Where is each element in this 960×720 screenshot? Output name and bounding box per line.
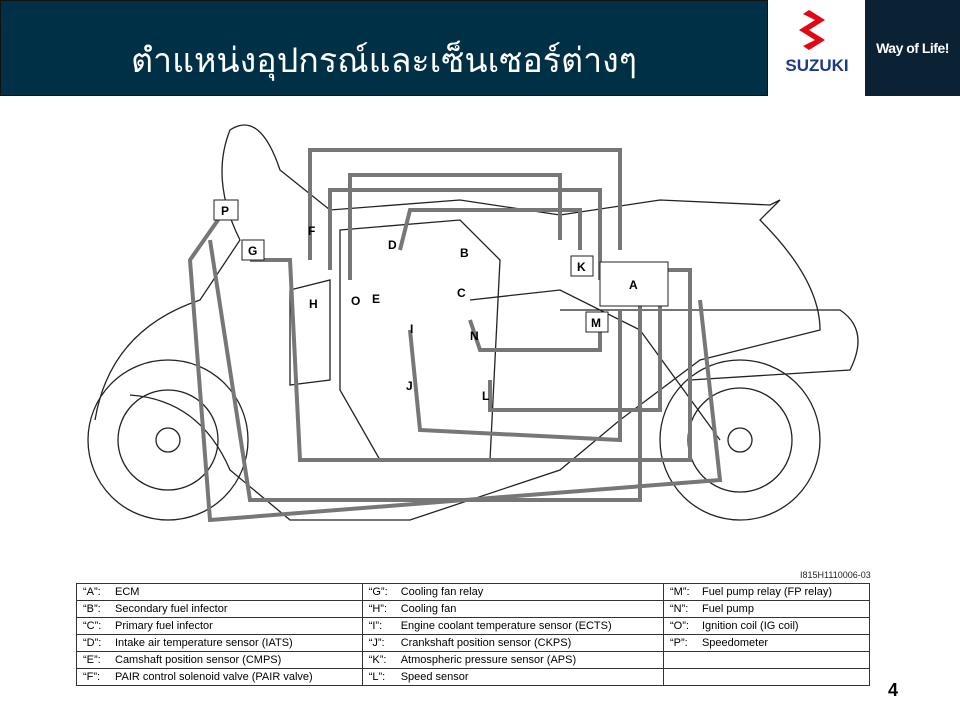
title-banner: ตำแหน่งอุปกรณ์และเซ็นเซอร์ต่างๆ [0,0,768,96]
legend-cell: “A”: ECM [76,583,363,601]
legend-text: PAIR control solenoid valve (PAIR valve) [115,671,313,683]
legend-key: “A”: [83,586,101,598]
legend-cell: “H”: Cooling fan [361,600,664,618]
legend-key: “E”: [83,654,101,666]
figure-id: I815H1110006-03 [800,570,871,580]
legend-cell: “I”: Engine coolant temperature sensor (E… [361,617,664,635]
legend-text: Secondary fuel infector [115,603,228,615]
legend-key: “H”: [368,603,388,615]
legend-text: Atmospheric pressure sensor (APS) [400,654,577,666]
motorcycle-diagram: P G K A M F D B H O E C I N J L [87,124,859,523]
marker-l: L [482,389,489,403]
legend-key: “D”: [83,637,102,649]
marker-box-m [585,311,609,333]
legend-text: Speedometer [701,637,769,649]
marker-j: J [406,379,413,393]
motorcycle-outline [87,124,859,521]
brand-name: SUZUKI [785,56,849,75]
legend-key: “O”: [669,620,689,632]
page-number: 4 [888,680,899,700]
legend-text: Crankshaft position sensor (CKPS) [400,637,572,649]
legend-cell: “J”: Crankshaft position sensor (CKPS) [361,634,664,652]
tagline-box: Way of Life! [865,0,960,96]
legend-key: “P”: [669,637,688,649]
legend-key: “C”: [83,620,102,632]
legend-text: Cooling fan [400,603,457,615]
legend-text: Engine coolant temperature sensor (ECTS) [400,620,612,632]
marker-box-k [570,255,594,277]
marker-c: C [457,286,466,300]
marker-d: D [388,238,397,252]
slide-title: ตำแหน่งอุปกรณ์และเซ็นเซอร์ต่างๆ [130,41,638,81]
legend-key: “B”: [83,603,101,615]
tagline: Way of Life! [876,40,949,56]
legend-key: “J”: [368,637,385,649]
marker-k: K [577,260,586,274]
legend-row: “A”: ECM “G”: Cooling fan relay “M”: Fuel pum… [76,583,871,601]
legend-row: “B”: Secondary fuel infector “H”: Cooling f… [76,600,871,618]
legend-cell: “P”: Speedometer [662,634,871,652]
legend-row: “C”: Primary fuel infector “I”: Engine cool… [76,617,871,635]
legend-row: “D”: Intake air temperature sensor (IATS)… [76,634,871,652]
legend-key: “I”: [368,620,383,632]
legend-text: Fuel pump [701,603,754,615]
legend-cell: “D”: Intake air temperature sensor (IATS) [76,634,363,652]
component-markers: P G K A M F D B H O E C I N J L [213,199,669,403]
legend-text: ECM [115,586,140,598]
legend-cell: “G”: Cooling fan relay [361,583,664,601]
legend-text: Camshaft position sensor (CMPS) [115,654,282,666]
suzuki-logo: SUZUKI [769,0,865,96]
marker-box-g [241,239,265,261]
ecm-box [599,261,669,307]
marker-g: G [248,244,257,258]
legend-key: “G”: [368,586,388,598]
legend-key: “M”: [669,586,690,598]
legend-text: Fuel pump relay (FP relay) [701,586,832,598]
marker-f: F [308,224,315,238]
legend-key: “F”: [83,671,101,683]
legend-row: “F”: PAIR control solenoid valve (PAIR va… [76,668,871,686]
marker-h: H [309,297,318,311]
legend-text: Cooling fan relay [400,586,484,598]
legend-text: Primary fuel infector [115,620,213,632]
legend-text: Speed sensor [400,671,469,683]
marker-e: E [372,292,380,306]
legend-key: “K”: [368,654,387,666]
legend-cell: “F”: PAIR control solenoid valve (PAIR va… [76,668,363,686]
legend-cell: “L”: Speed sensor [361,668,664,686]
legend-cell [662,668,871,686]
legend-text: Ignition coil (IG coil) [701,620,799,632]
legend-cell: “C”: Primary fuel infector [76,617,363,635]
marker-n: N [470,329,479,343]
marker-o: O [351,294,360,308]
legend-cell: “N”: Fuel pump [662,600,871,618]
legend-cell: “M”: Fuel pump relay (FP relay) [662,583,871,601]
marker-box-p [213,199,239,221]
marker-i: I [410,322,413,336]
legend-cell [662,651,871,669]
legend-text: Intake air temperature sensor (IATS) [115,637,293,649]
legend-cell: “K”: Atmospheric pressure sensor (APS) [361,651,664,669]
suzuki-s-icon [799,10,825,50]
legend-key: “L”: [368,671,386,683]
marker-b: B [460,246,469,260]
legend-cell: “E”: Camshaft position sensor (CMPS) [76,651,363,669]
legend-row: “E”: Camshaft position sensor (CMPS) “K”: A… [76,651,871,669]
legend-cell: “O”: Ignition coil (IG coil) [662,617,871,635]
marker-a: A [629,278,638,292]
wiring-harness [187,148,723,523]
legend-table: “A”: ECM “G”: Cooling fan relay “M”: Fuel pum… [76,583,871,686]
marker-p: P [221,204,229,218]
legend-cell: “B”: Secondary fuel infector [76,600,363,618]
marker-m: M [591,316,601,330]
legend-key: “N”: [669,603,689,615]
